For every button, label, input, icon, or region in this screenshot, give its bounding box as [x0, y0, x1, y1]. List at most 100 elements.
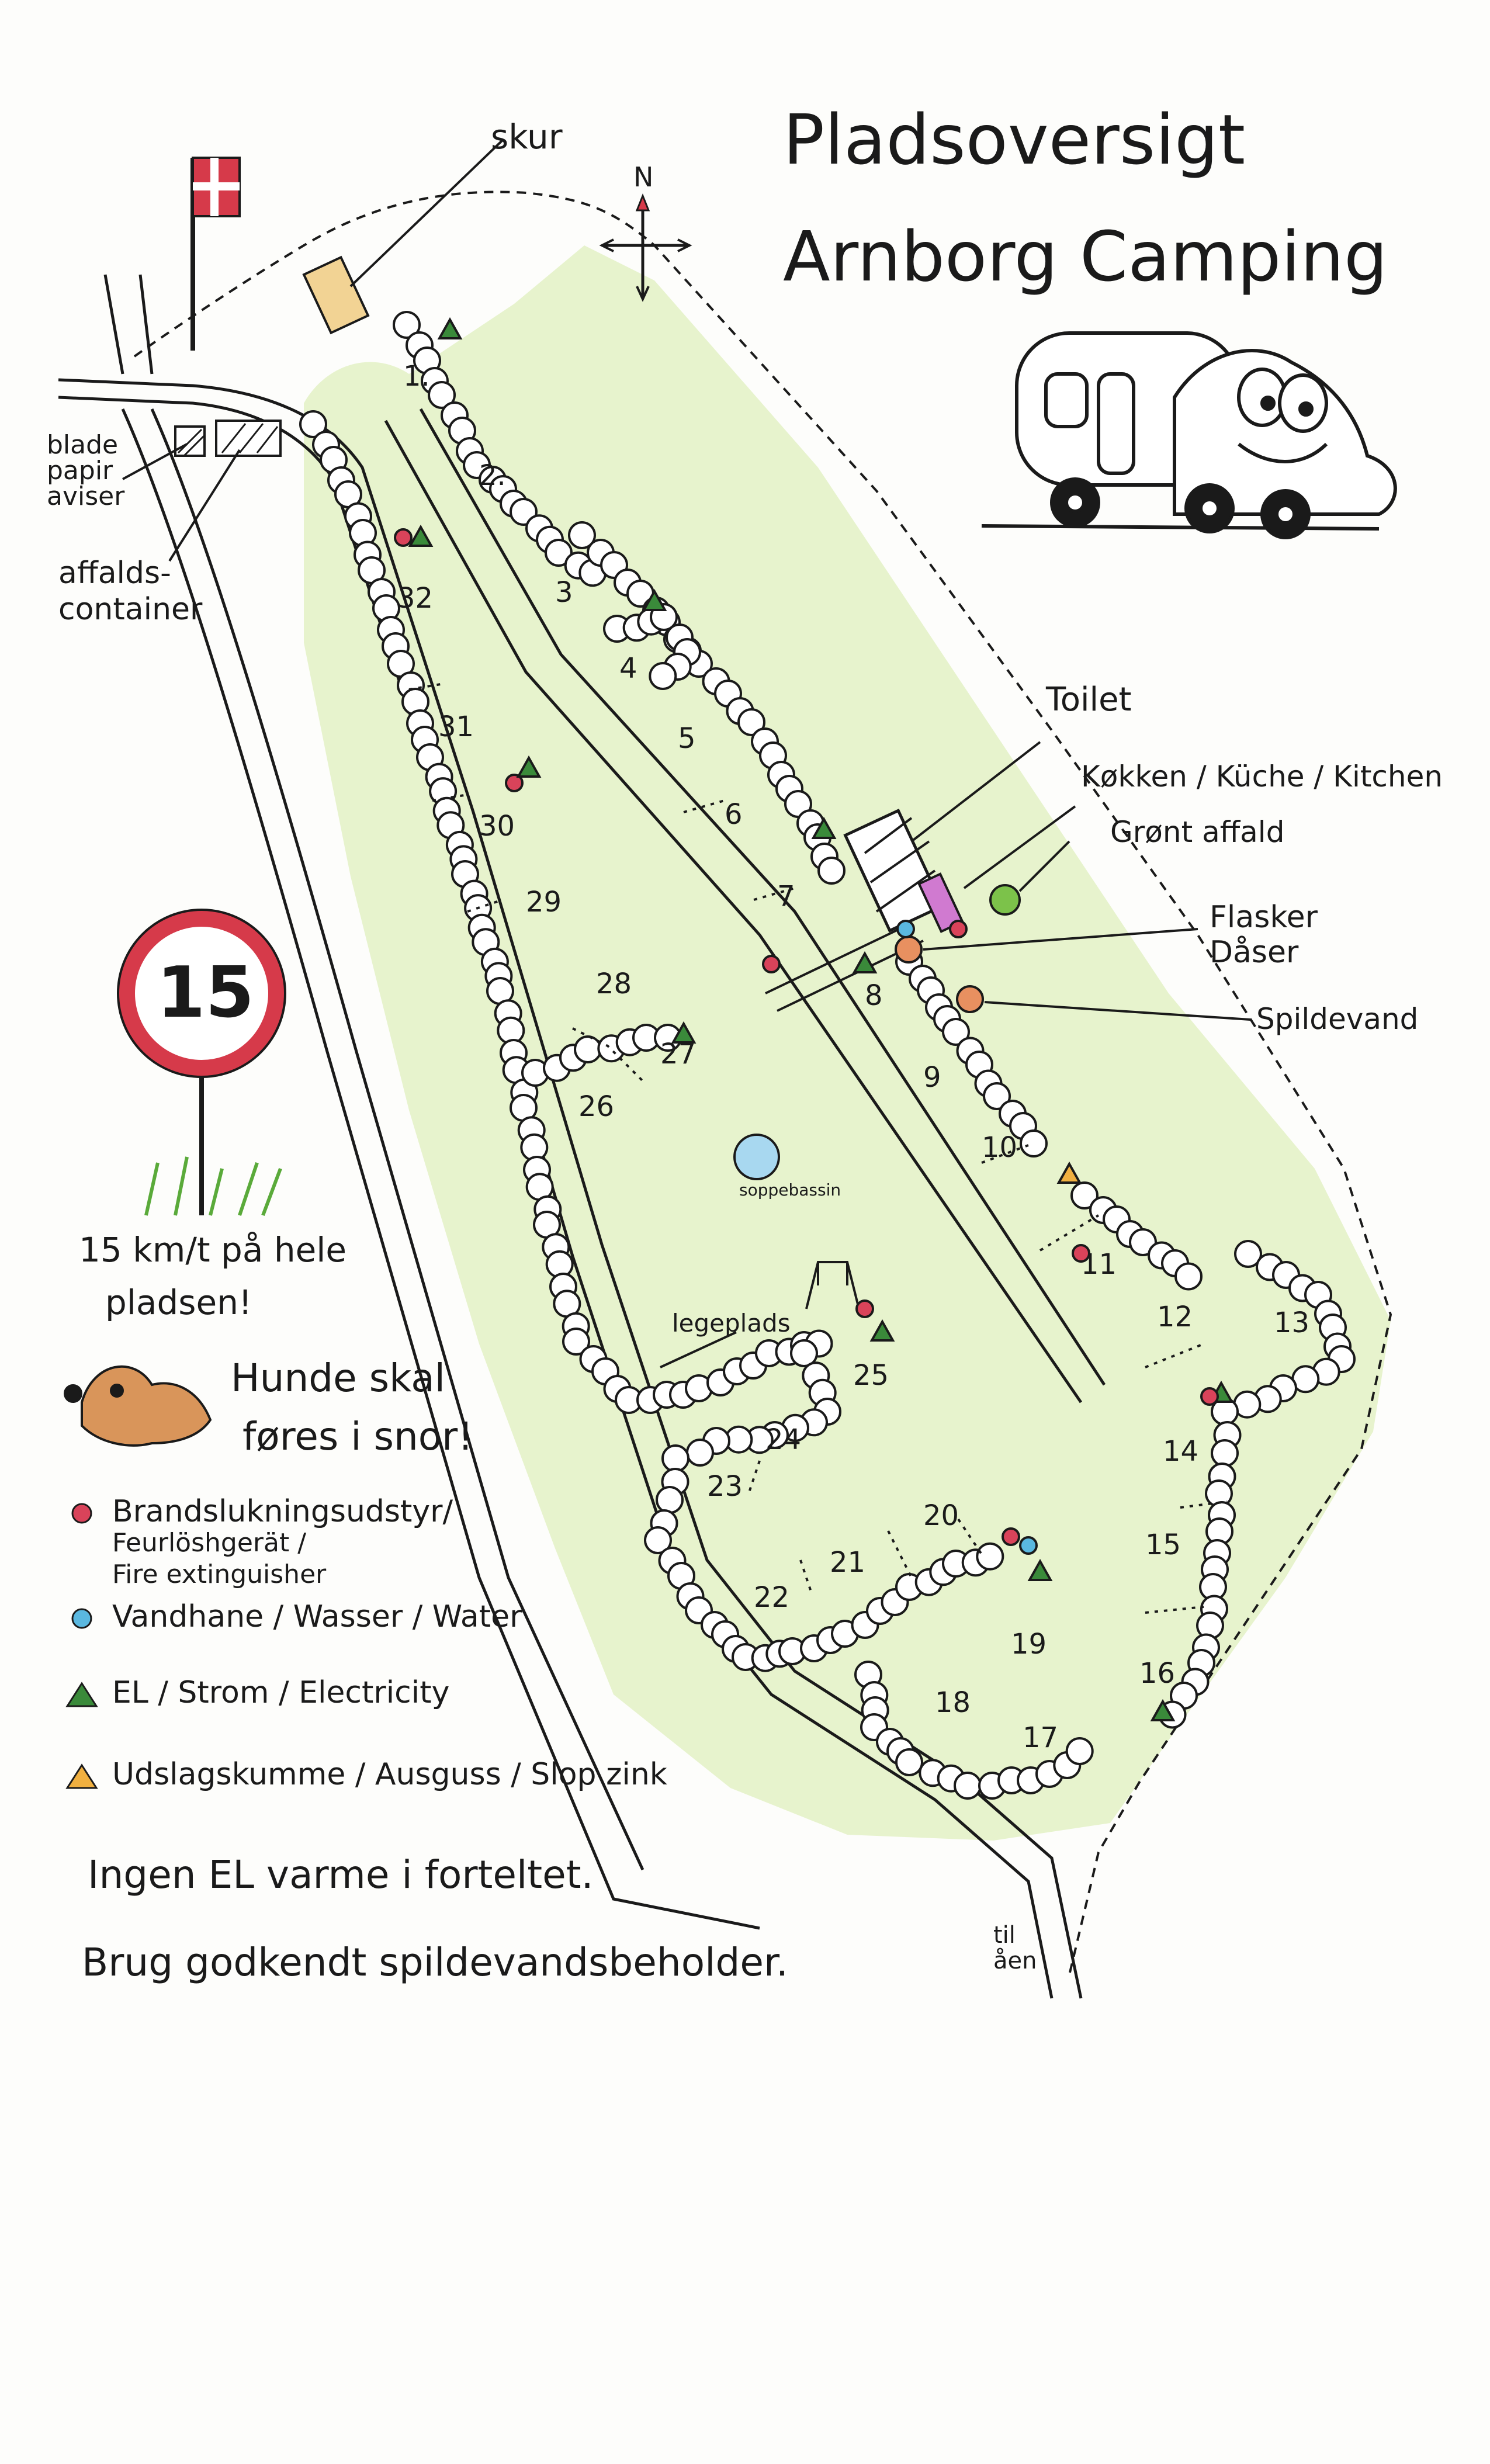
legend-label: Vandhane / Wasser / Water: [112, 1599, 522, 1634]
pitch-number: 19: [1011, 1628, 1047, 1661]
green-waste-bin: [989, 884, 1021, 916]
hedge-bush: [644, 1526, 672, 1554]
legend-item: EL / Strom / Electricity: [64, 1677, 449, 1712]
fire-extinguisher-icon: [949, 920, 968, 938]
pitch-number: 5: [678, 722, 696, 755]
label-toilet: Toilet: [1046, 681, 1132, 719]
fire-extinguisher-icon: [1002, 1527, 1020, 1546]
hedge-bush: [686, 1439, 714, 1467]
pitch-number: 15: [1145, 1529, 1181, 1561]
access-road: [103, 274, 760, 1930]
electricity-icon: [408, 524, 434, 547]
pitch-number: 28: [596, 968, 632, 1000]
legend-label: Feurlöshgerät /: [112, 1528, 307, 1558]
pitch-number: 9: [923, 1061, 941, 1094]
compass-icon: [599, 193, 692, 302]
label-waste-water: Spildevand: [1256, 1002, 1419, 1036]
hedge-bush: [661, 1444, 689, 1472]
legend-item: Brandslukningsudstyr/Feurlöshgerät /Fire…: [64, 1496, 453, 1590]
slop-sink-icon: [64, 1759, 99, 1794]
hedge-bush: [1020, 1129, 1048, 1158]
label-skur: skur: [491, 117, 563, 157]
legend-item: Vandhane / Wasser / Water: [64, 1601, 522, 1636]
pitch-number: 31: [438, 711, 474, 743]
pitch-number: 8: [865, 979, 883, 1012]
grass-area: [304, 245, 1391, 1841]
label-playground: legeplads: [672, 1309, 791, 1337]
electricity-icon: [811, 816, 837, 839]
caravan-car-illustration: [981, 331, 1397, 539]
pitch-number: 26: [578, 1090, 614, 1123]
electricity-icon: [64, 1677, 99, 1712]
pitch-number: 32: [397, 582, 433, 615]
hedge-bush: [428, 381, 456, 409]
label-paper-1: blade: [47, 430, 119, 460]
fire-extinguisher-icon: [1200, 1387, 1219, 1406]
pitch-number: 25: [853, 1359, 889, 1392]
label-container: affalds- container: [58, 555, 202, 628]
note-2: Brug godkendt spildevandsbeholder.: [82, 1940, 789, 1985]
speed-sign: [117, 909, 286, 1217]
pitch-number: 30: [479, 810, 515, 843]
hedge-bush: [1070, 1181, 1099, 1210]
legend-label: Brandslukningsudstyr/: [112, 1494, 453, 1529]
pitch-number: 3: [555, 576, 573, 609]
label-paper-2: papir: [47, 456, 113, 486]
pitch-number: 17: [1023, 1721, 1058, 1754]
label-container-2: container: [58, 592, 203, 627]
waste-water-point: [956, 985, 984, 1013]
electricity-icon: [437, 317, 463, 339]
pitch-number: 1.: [403, 360, 430, 393]
electricity-icon: [671, 1021, 697, 1044]
dog-text-1: Hunde skal: [231, 1356, 445, 1401]
electricity-icon: [1150, 1699, 1176, 1721]
wading-pool: [733, 1134, 780, 1180]
electricity-icon: [869, 1319, 895, 1342]
hedge-bush: [954, 1772, 982, 1800]
legend-label: Udslagskumme / Ausguss / Slop zink: [112, 1757, 667, 1792]
hedge-bush: [545, 539, 573, 567]
water-tap-icon: [64, 1601, 99, 1636]
dog-illustration: [64, 1365, 212, 1447]
fire-extinguisher-icon: [64, 1496, 99, 1531]
dog-text-2: føres i snor!: [242, 1414, 473, 1459]
label-road-exit-2: åen: [993, 1947, 1037, 1974]
pitch-dividers: [408, 682, 1228, 1614]
containers: [122, 420, 282, 562]
compass-north-label: N: [633, 161, 654, 193]
inner-driveway: [384, 408, 1106, 1403]
fire-extinguisher-icon: [855, 1299, 874, 1318]
electricity-icon: [642, 588, 667, 611]
pitch-number: 13: [1274, 1306, 1309, 1339]
hedge-bush: [895, 1748, 923, 1776]
pitch-number: 20: [923, 1499, 959, 1532]
pitch-number: 22: [754, 1581, 789, 1614]
hedge-bush: [568, 521, 596, 549]
map-markers: [394, 317, 1234, 1721]
note-1: Ingen EL varme i forteltet.: [88, 1852, 594, 1897]
pitch-number: 4: [619, 652, 637, 685]
hedge-bush: [574, 1035, 602, 1063]
hedge-bush: [656, 1486, 684, 1514]
electricity-icon: [516, 755, 542, 778]
pitch-number: 23: [707, 1470, 743, 1503]
bottles-bin: [895, 935, 923, 964]
hedge-bush: [1234, 1240, 1262, 1268]
shed: [302, 139, 504, 335]
hedge-bush: [1174, 1262, 1203, 1291]
pitch-number: 12: [1157, 1301, 1193, 1333]
pitch-number: 2.: [479, 459, 506, 492]
label-green-waste: Grønt affald: [1110, 815, 1285, 849]
pitch-number: 24: [765, 1423, 801, 1456]
label-kitchen: Køkken / Küche / Kitchen: [1081, 760, 1443, 793]
hedge-bush: [983, 1082, 1011, 1110]
hedge-bush: [942, 1018, 970, 1046]
speed-text-1: 15 km/t på hele: [79, 1230, 347, 1270]
water-tap-icon: [896, 920, 915, 938]
pitch-number: 16: [1139, 1657, 1175, 1690]
hedge-bush: [649, 662, 677, 690]
electricity-icon: [852, 951, 878, 973]
fire-extinguisher-icon: [394, 528, 413, 547]
boundary-line: [133, 190, 1392, 1976]
